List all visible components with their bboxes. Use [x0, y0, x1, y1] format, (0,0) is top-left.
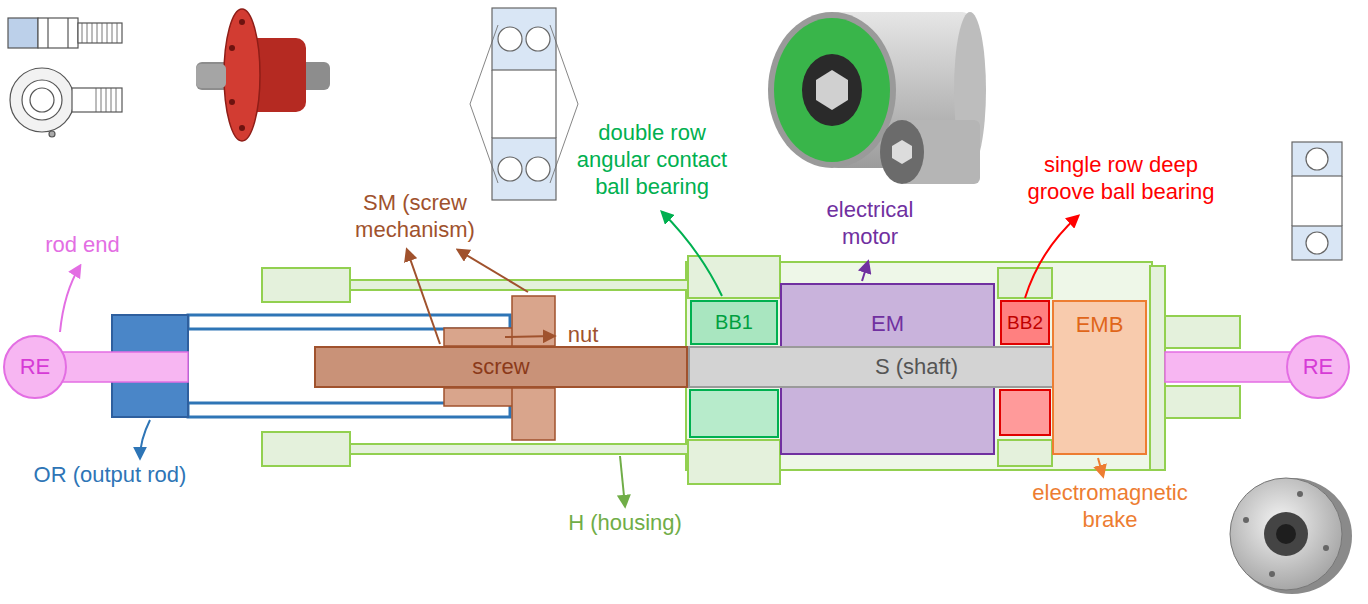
part-label: single row deep groove ball bearing: [1027, 152, 1214, 204]
rod-end-circle: RE: [1286, 335, 1350, 399]
bearing-box: BB1: [690, 300, 778, 345]
part-code: BB2: [1007, 312, 1043, 334]
part-label: H (housing): [568, 510, 682, 535]
part-label: double row angular contact ball bearing: [577, 120, 727, 199]
part-code: BB1: [715, 311, 753, 334]
screw-part: screw: [314, 346, 688, 388]
brake-image: [1230, 478, 1352, 594]
rod-stem: [1165, 352, 1293, 382]
rod-end-drawing: [8, 18, 122, 137]
bearing-lower: [690, 390, 778, 437]
part-code: screw: [472, 354, 529, 379]
part-code: EM: [871, 311, 904, 336]
ball-screw-image: [196, 9, 330, 141]
part-label: nut: [568, 322, 599, 347]
bearing-box: BB2: [1000, 300, 1050, 345]
part-label: rod end: [45, 232, 120, 257]
part-code: RE: [1303, 354, 1334, 379]
part-code: S (shaft): [875, 354, 958, 379]
bearing-lower: [1000, 390, 1050, 435]
part-label: electrical motor: [827, 197, 914, 249]
electric-motor-image: [768, 12, 986, 184]
double-row-bearing-drawing: [470, 8, 578, 200]
part-label: electromagnetic brake: [1032, 480, 1187, 532]
part-code: RE: [20, 354, 51, 379]
part-code: EMB: [1076, 312, 1124, 337]
deep-groove-bearing-drawing: [1292, 142, 1342, 260]
part-label: SM (screw mechanism): [355, 190, 475, 242]
housing: [262, 256, 1240, 484]
brake-box: EMB: [1052, 300, 1147, 455]
part-label: OR (output rod): [34, 462, 187, 487]
leader-arrows: [60, 212, 1103, 506]
rod-end-circle: RE: [3, 335, 67, 399]
